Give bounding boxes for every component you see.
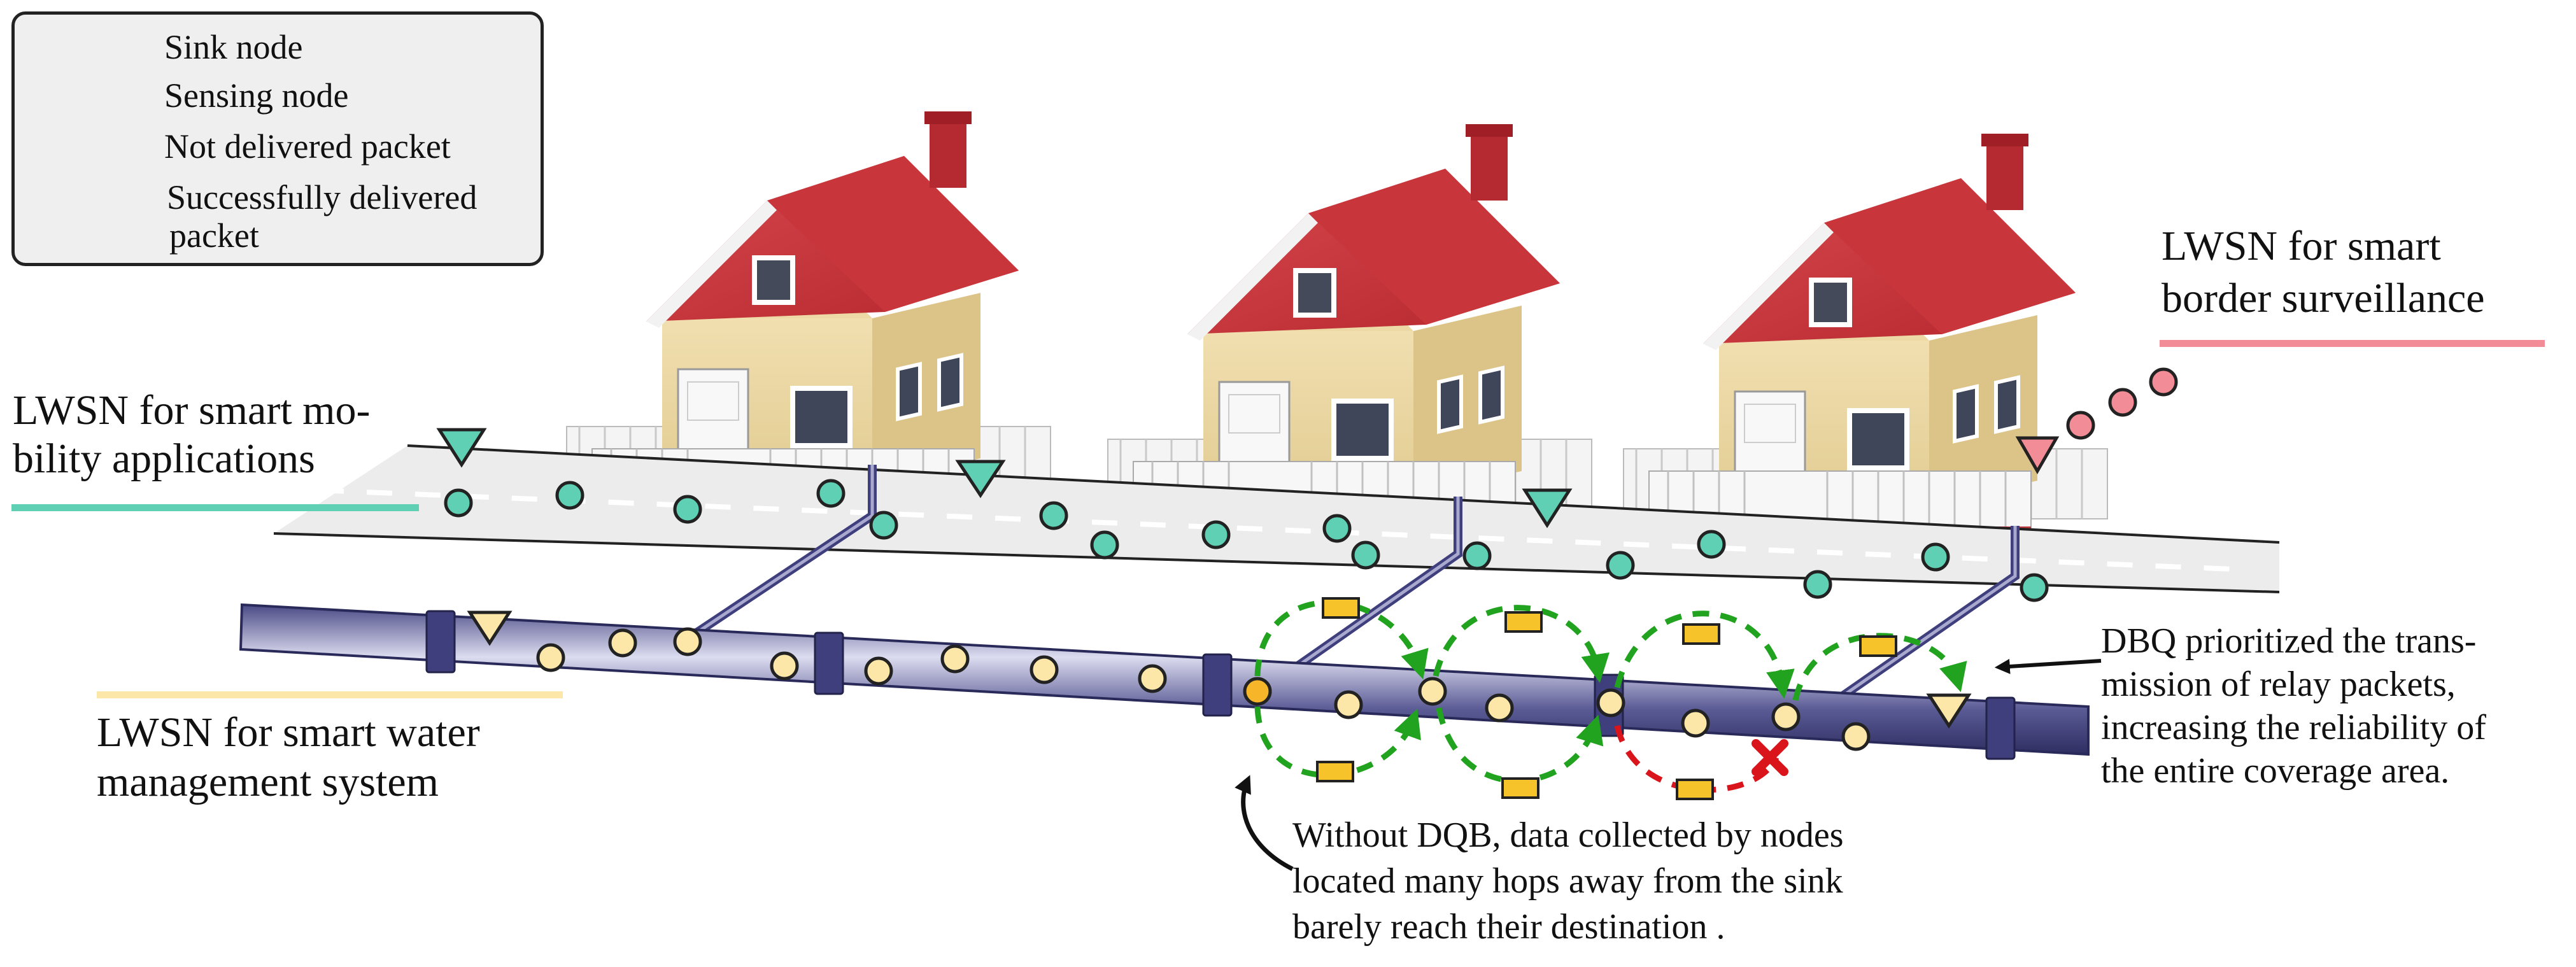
sensing-node-icon bbox=[444, 479, 2049, 602]
without-dqb-pointer-arrow bbox=[1235, 775, 1294, 872]
packet-icon bbox=[1682, 623, 1720, 645]
water-label-cont: management system bbox=[97, 759, 439, 805]
without-dqb-note-line2: located many hops away from the sink bbox=[1292, 861, 1843, 901]
not-delivered-packet-path bbox=[1614, 724, 1780, 793]
without-dqb-note-line3: barely reach their destination . bbox=[1292, 907, 1725, 947]
sink-node-icon bbox=[2015, 436, 2060, 475]
legend-sink-label: Sink node bbox=[164, 28, 303, 66]
legend-sensing-label: Sensing node bbox=[164, 76, 349, 115]
legend-box bbox=[11, 11, 544, 266]
sink-node-icon bbox=[467, 611, 1972, 729]
packet-icon bbox=[1504, 611, 1543, 633]
legend-delivered-label: Successfully delivered bbox=[167, 178, 478, 216]
sensing-node-icon bbox=[536, 627, 1871, 751]
dqb-note-line3: increasing the reliability of bbox=[2101, 708, 2486, 747]
sensing-node-icon bbox=[2066, 367, 2178, 440]
road bbox=[274, 446, 2279, 592]
packet-icon bbox=[1316, 761, 1354, 782]
border-underline bbox=[2160, 340, 2545, 347]
legend-not-delivered-label: Not delivered packet bbox=[164, 127, 451, 166]
without-dqb-note: Without DQB, data collected by nodes bbox=[1292, 815, 1844, 855]
dqb-note-line4: the entire coverage area. bbox=[2101, 751, 2450, 791]
house-icon bbox=[567, 111, 1051, 509]
dqb-note-line2: mission of relay packets, bbox=[2101, 665, 2456, 704]
border-label: LWSN for smart bbox=[2162, 223, 2441, 269]
dqb-pointer-arrow bbox=[1994, 658, 2102, 674]
mobility-label: LWSN for smart mo- bbox=[13, 387, 371, 434]
cross-icon bbox=[1752, 739, 1788, 776]
house-icon bbox=[1624, 134, 2107, 532]
dqb-note: DBQ prioritized the trans- bbox=[2101, 621, 2477, 661]
mobility-label-cont: bility applications bbox=[13, 435, 315, 482]
packet-icon bbox=[1501, 777, 1539, 799]
packet-icon bbox=[1322, 597, 1360, 619]
mobility-underline bbox=[11, 504, 419, 511]
packet-icon bbox=[1676, 779, 1714, 800]
border-label-cont: border surveillance bbox=[2162, 275, 2485, 321]
packet-icon bbox=[1859, 635, 1897, 657]
legend-delivered-label-cont: packet bbox=[169, 216, 259, 255]
house-icon bbox=[1108, 124, 1592, 522]
sensing-node-icon bbox=[1243, 677, 1272, 706]
water-label: LWSN for smart water bbox=[97, 709, 480, 756]
sink-node-icon bbox=[436, 428, 1573, 528]
water-underline bbox=[97, 691, 563, 698]
